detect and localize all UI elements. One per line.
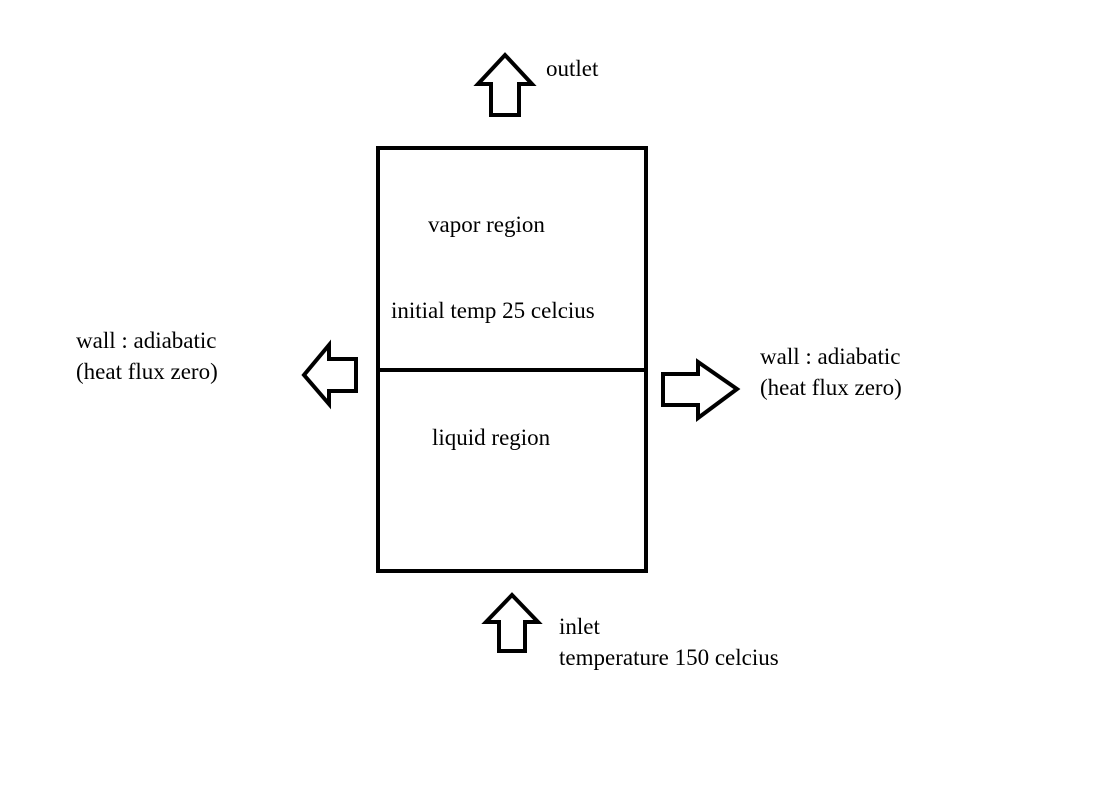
left-wall-arrow-icon [301,339,358,410]
right-wall-label-line2: (heat flux zero) [760,375,902,400]
inlet-label: inlet temperature 150 celcius [559,611,779,673]
left-wall-label-line2: (heat flux zero) [76,359,218,384]
outlet-arrow-icon [473,52,537,117]
inlet-label-line2: temperature 150 celcius [559,645,779,670]
right-wall-label: wall : adiabatic (heat flux zero) [760,341,902,403]
vapor-region-label: vapor region [428,212,545,237]
domain-box [376,146,648,573]
inlet-label-line1: inlet [559,614,600,639]
outlet-label: outlet [546,56,599,81]
inlet-arrow-icon [481,592,543,653]
liquid-region-label: liquid region [432,425,551,450]
right-wall-arrow-icon [661,358,741,422]
initial-temp-label: initial temp 25 celcius [391,298,595,323]
left-wall-label: wall : adiabatic (heat flux zero) [76,325,218,387]
left-wall-label-line1: wall : adiabatic [76,328,217,353]
right-wall-label-line1: wall : adiabatic [760,344,901,369]
